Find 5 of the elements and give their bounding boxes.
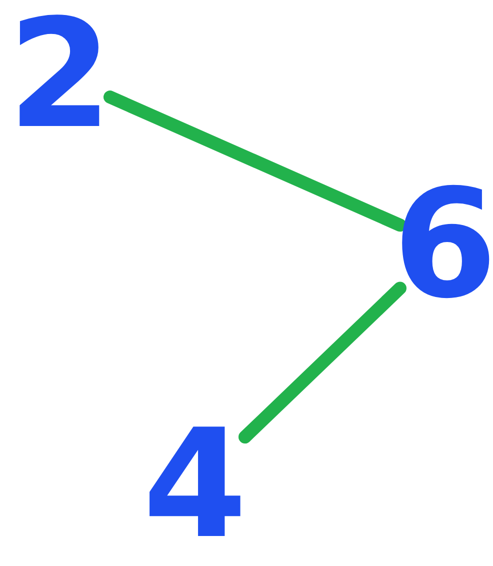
number-label: 4 bbox=[142, 425, 248, 545]
number-label: 2 bbox=[8, 15, 112, 135]
connector-line bbox=[104, 90, 406, 232]
number-label: 6 bbox=[392, 185, 493, 305]
connector-line bbox=[238, 282, 406, 444]
